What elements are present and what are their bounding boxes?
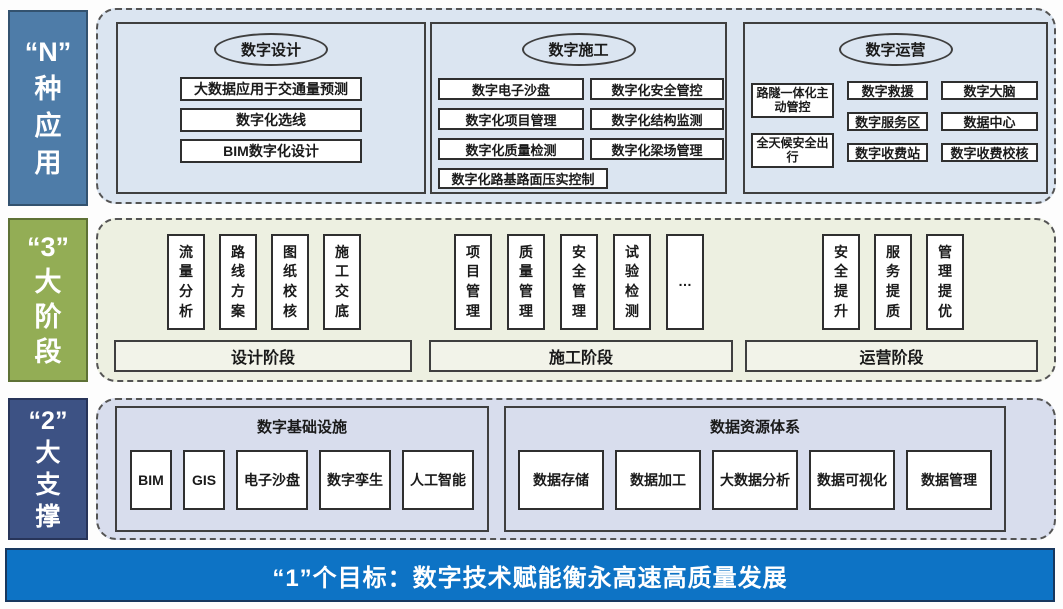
digital-design-title: 数字设计 [214,33,328,66]
stage-item: 试验检测 [613,234,651,330]
construction-stage-bar: 施工阶段 [429,340,733,372]
app-item: 数字收费站 [847,143,929,162]
operation-stage-bar: 运营阶段 [745,340,1038,372]
support-item: 数据可视化 [809,450,895,510]
digital-design-group: 数字设计 大数据应用于交通量预测 数字化选线 BIM数字化设计 [116,22,426,194]
support-item: GIS [183,450,225,510]
sidebar-label-3-stages: “3” 大 阶 段 [8,218,88,382]
app-item: 数字化项目管理 [438,108,584,130]
app-item: 数字化安全管控 [590,78,724,100]
sidebar-label-n-applications: “N” 种 应 用 [8,10,88,206]
support-item: 数据加工 [615,450,701,510]
operation-column-1: 路隧一体化主动管控 全天候安全出行 [751,66,835,168]
operation-column-3: 数字大脑 数据中心 数字收费校核 [941,66,1038,168]
digital-design-items: 大数据应用于交通量预测 数字化选线 BIM数字化设计 [118,77,424,163]
design-stage-items: 流量分析 路线方案 图纸校核 施工交底 [167,234,361,330]
applications-panel: 数字设计 大数据应用于交通量预测 数字化选线 BIM数字化设计 数字施工 数字电… [96,8,1056,204]
app-item: 数字化结构监测 [590,108,724,130]
app-item: 全天候安全出行 [751,132,835,168]
supports-panel: 数字基础设施 BIM GIS 电子沙盘 数字孪生 人工智能 数据资源体系 数据存… [96,398,1056,540]
operation-column-2: 数字救援 数字服务区 数字收费站 [847,66,929,168]
app-item: 数字化质量检测 [438,138,584,160]
app-item: 大数据应用于交通量预测 [180,77,362,101]
stage-item: 服务提质 [874,234,912,330]
digital-operation-title: 数字运营 [838,33,953,66]
support-item: 电子沙盘 [236,450,308,510]
app-item: 数字电子沙盘 [438,78,584,100]
digital-operation-items: 路隧一体化主动管控 全天候安全出行 数字救援 数字服务区 数字收费站 数字大脑 … [745,66,1046,168]
support-item: 大数据分析 [712,450,798,510]
app-item: 数据中心 [941,112,1038,131]
app-item: 数字化路基路面压实控制 [438,168,608,189]
app-item: 数字化梁场管理 [590,138,724,160]
app-item: 路隧一体化主动管控 [751,83,835,118]
app-item: 数字化选线 [180,108,362,132]
app-item: BIM数字化设计 [180,139,362,163]
digital-construction-items: 数字电子沙盘 数字化安全管控 数字化项目管理 数字化结构监测 数字化质量检测 数… [438,78,724,160]
data-resource-title: 数据资源体系 [709,419,800,436]
stage-item: 质量管理 [507,234,545,330]
design-stage-bar: 设计阶段 [114,340,412,372]
support-item: 数据存储 [518,450,604,510]
stage-item: 路线方案 [219,234,257,330]
operation-stage-items: 安全提升 服务提质 管理提优 [822,234,964,330]
stage-item-ellipsis: … [666,234,704,330]
digital-construction-group: 数字施工 数字电子沙盘 数字化安全管控 数字化项目管理 数字化结构监测 数字化质… [430,22,727,194]
support-item: 数字孪生 [319,450,391,510]
digital-infrastructure-group: 数字基础设施 BIM GIS 电子沙盘 数字孪生 人工智能 [115,406,489,532]
app-item: 数字收费校核 [941,143,1038,162]
app-item: 数字大脑 [941,81,1038,100]
data-resource-items: 数据存储 数据加工 大数据分析 数据可视化 数据管理 [506,450,1004,510]
digital-infrastructure-title: 数字基础设施 [256,419,347,436]
stages-panel: 流量分析 路线方案 图纸校核 施工交底 设计阶段 项目管理 质量管理 安全管理 … [96,218,1056,382]
sidebar-label-2-supports: “2” 大 支 撑 [8,398,88,540]
app-item: 数字服务区 [847,112,929,131]
stage-item: 图纸校核 [271,234,309,330]
support-item: BIM [130,450,172,510]
data-resource-group: 数据资源体系 数据存储 数据加工 大数据分析 数据可视化 数据管理 [504,406,1006,532]
stage-item: 安全提升 [822,234,860,330]
stage-item: 流量分析 [167,234,205,330]
digital-construction-title: 数字施工 [521,33,636,66]
digital-operation-group: 数字运营 路隧一体化主动管控 全天候安全出行 数字救援 数字服务区 数字收费站 … [743,22,1048,194]
support-item: 人工智能 [402,450,474,510]
app-item: 数字救援 [847,81,929,100]
goal-banner: “1”个目标：数字技术赋能衡永高速高质量发展 [5,548,1055,602]
stage-item: 施工交底 [323,234,361,330]
construction-stage-items: 项目管理 质量管理 安全管理 试验检测 … [454,234,704,330]
stage-item: 项目管理 [454,234,492,330]
stage-item: 管理提优 [926,234,964,330]
support-item: 数据管理 [906,450,992,510]
stage-item: 安全管理 [560,234,598,330]
digital-infrastructure-items: BIM GIS 电子沙盘 数字孪生 人工智能 [117,450,487,510]
